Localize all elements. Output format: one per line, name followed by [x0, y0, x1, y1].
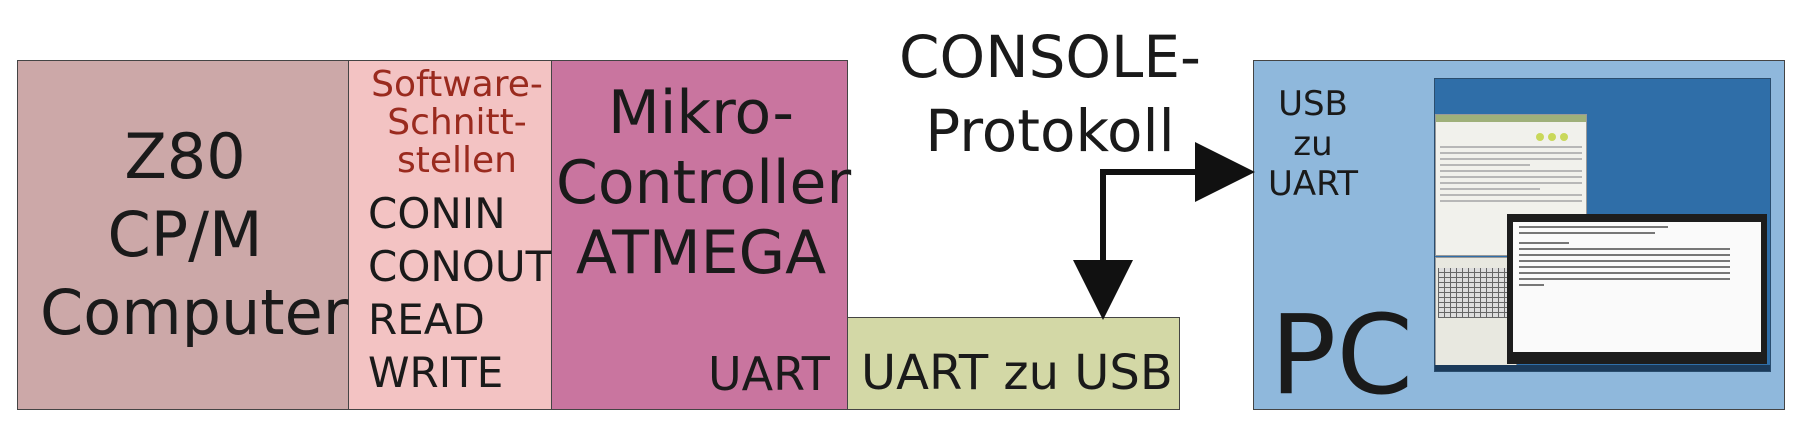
- microcontroller-line: Mikro-: [607, 78, 794, 148]
- function-read: READ: [368, 295, 485, 344]
- software-function-list: CONIN CONOUT READ WRITE: [368, 187, 551, 399]
- function-conout: CONOUT: [368, 242, 552, 291]
- z80-computer-box: [17, 60, 349, 410]
- terminal-window: [1507, 214, 1767, 364]
- console-protocol-label: CONSOLE- Protokoll: [870, 20, 1230, 168]
- microcontroller-line: Controller: [556, 148, 852, 218]
- uart-line: UART: [1267, 164, 1359, 204]
- software-title: Software- Schnitt- stellen: [362, 66, 552, 180]
- pc-screenshot-image: [1434, 78, 1771, 372]
- software-title-line: Schnitt-: [387, 102, 527, 143]
- pc-label: PC: [1270, 291, 1414, 419]
- cpm-line: CP/M: [107, 198, 263, 271]
- usb-to-uart-label: USB zu UART: [1258, 84, 1368, 204]
- protocol-line: Protokoll: [925, 97, 1175, 165]
- function-write: WRITE: [368, 348, 504, 397]
- uart-to-usb-box: [847, 317, 1180, 410]
- console-line: CONSOLE-: [899, 23, 1201, 91]
- computer-line: Computer: [40, 276, 349, 349]
- zu-line: zu: [1293, 124, 1333, 164]
- z80-line: Z80: [124, 120, 246, 193]
- uart-to-usb-label: UART zu USB: [861, 345, 1173, 401]
- memory-grid-window: [1435, 257, 1517, 369]
- microcontroller-box: [551, 60, 848, 410]
- usb-line: USB: [1278, 84, 1348, 124]
- z80-title: Z80 CP/M Computer: [40, 118, 349, 352]
- microcontroller-uart-label: UART: [708, 347, 830, 401]
- software-title-line: stellen: [397, 140, 517, 181]
- function-conin: CONIN: [368, 189, 506, 238]
- software-title-line: Software-: [371, 64, 543, 105]
- microcontroller-line: ATMEGA: [575, 218, 827, 288]
- microcontroller-title: Mikro- Controller ATMEGA: [556, 78, 852, 288]
- arrow-to-pc: [1100, 142, 1255, 302]
- software-interfaces-box: [348, 60, 552, 410]
